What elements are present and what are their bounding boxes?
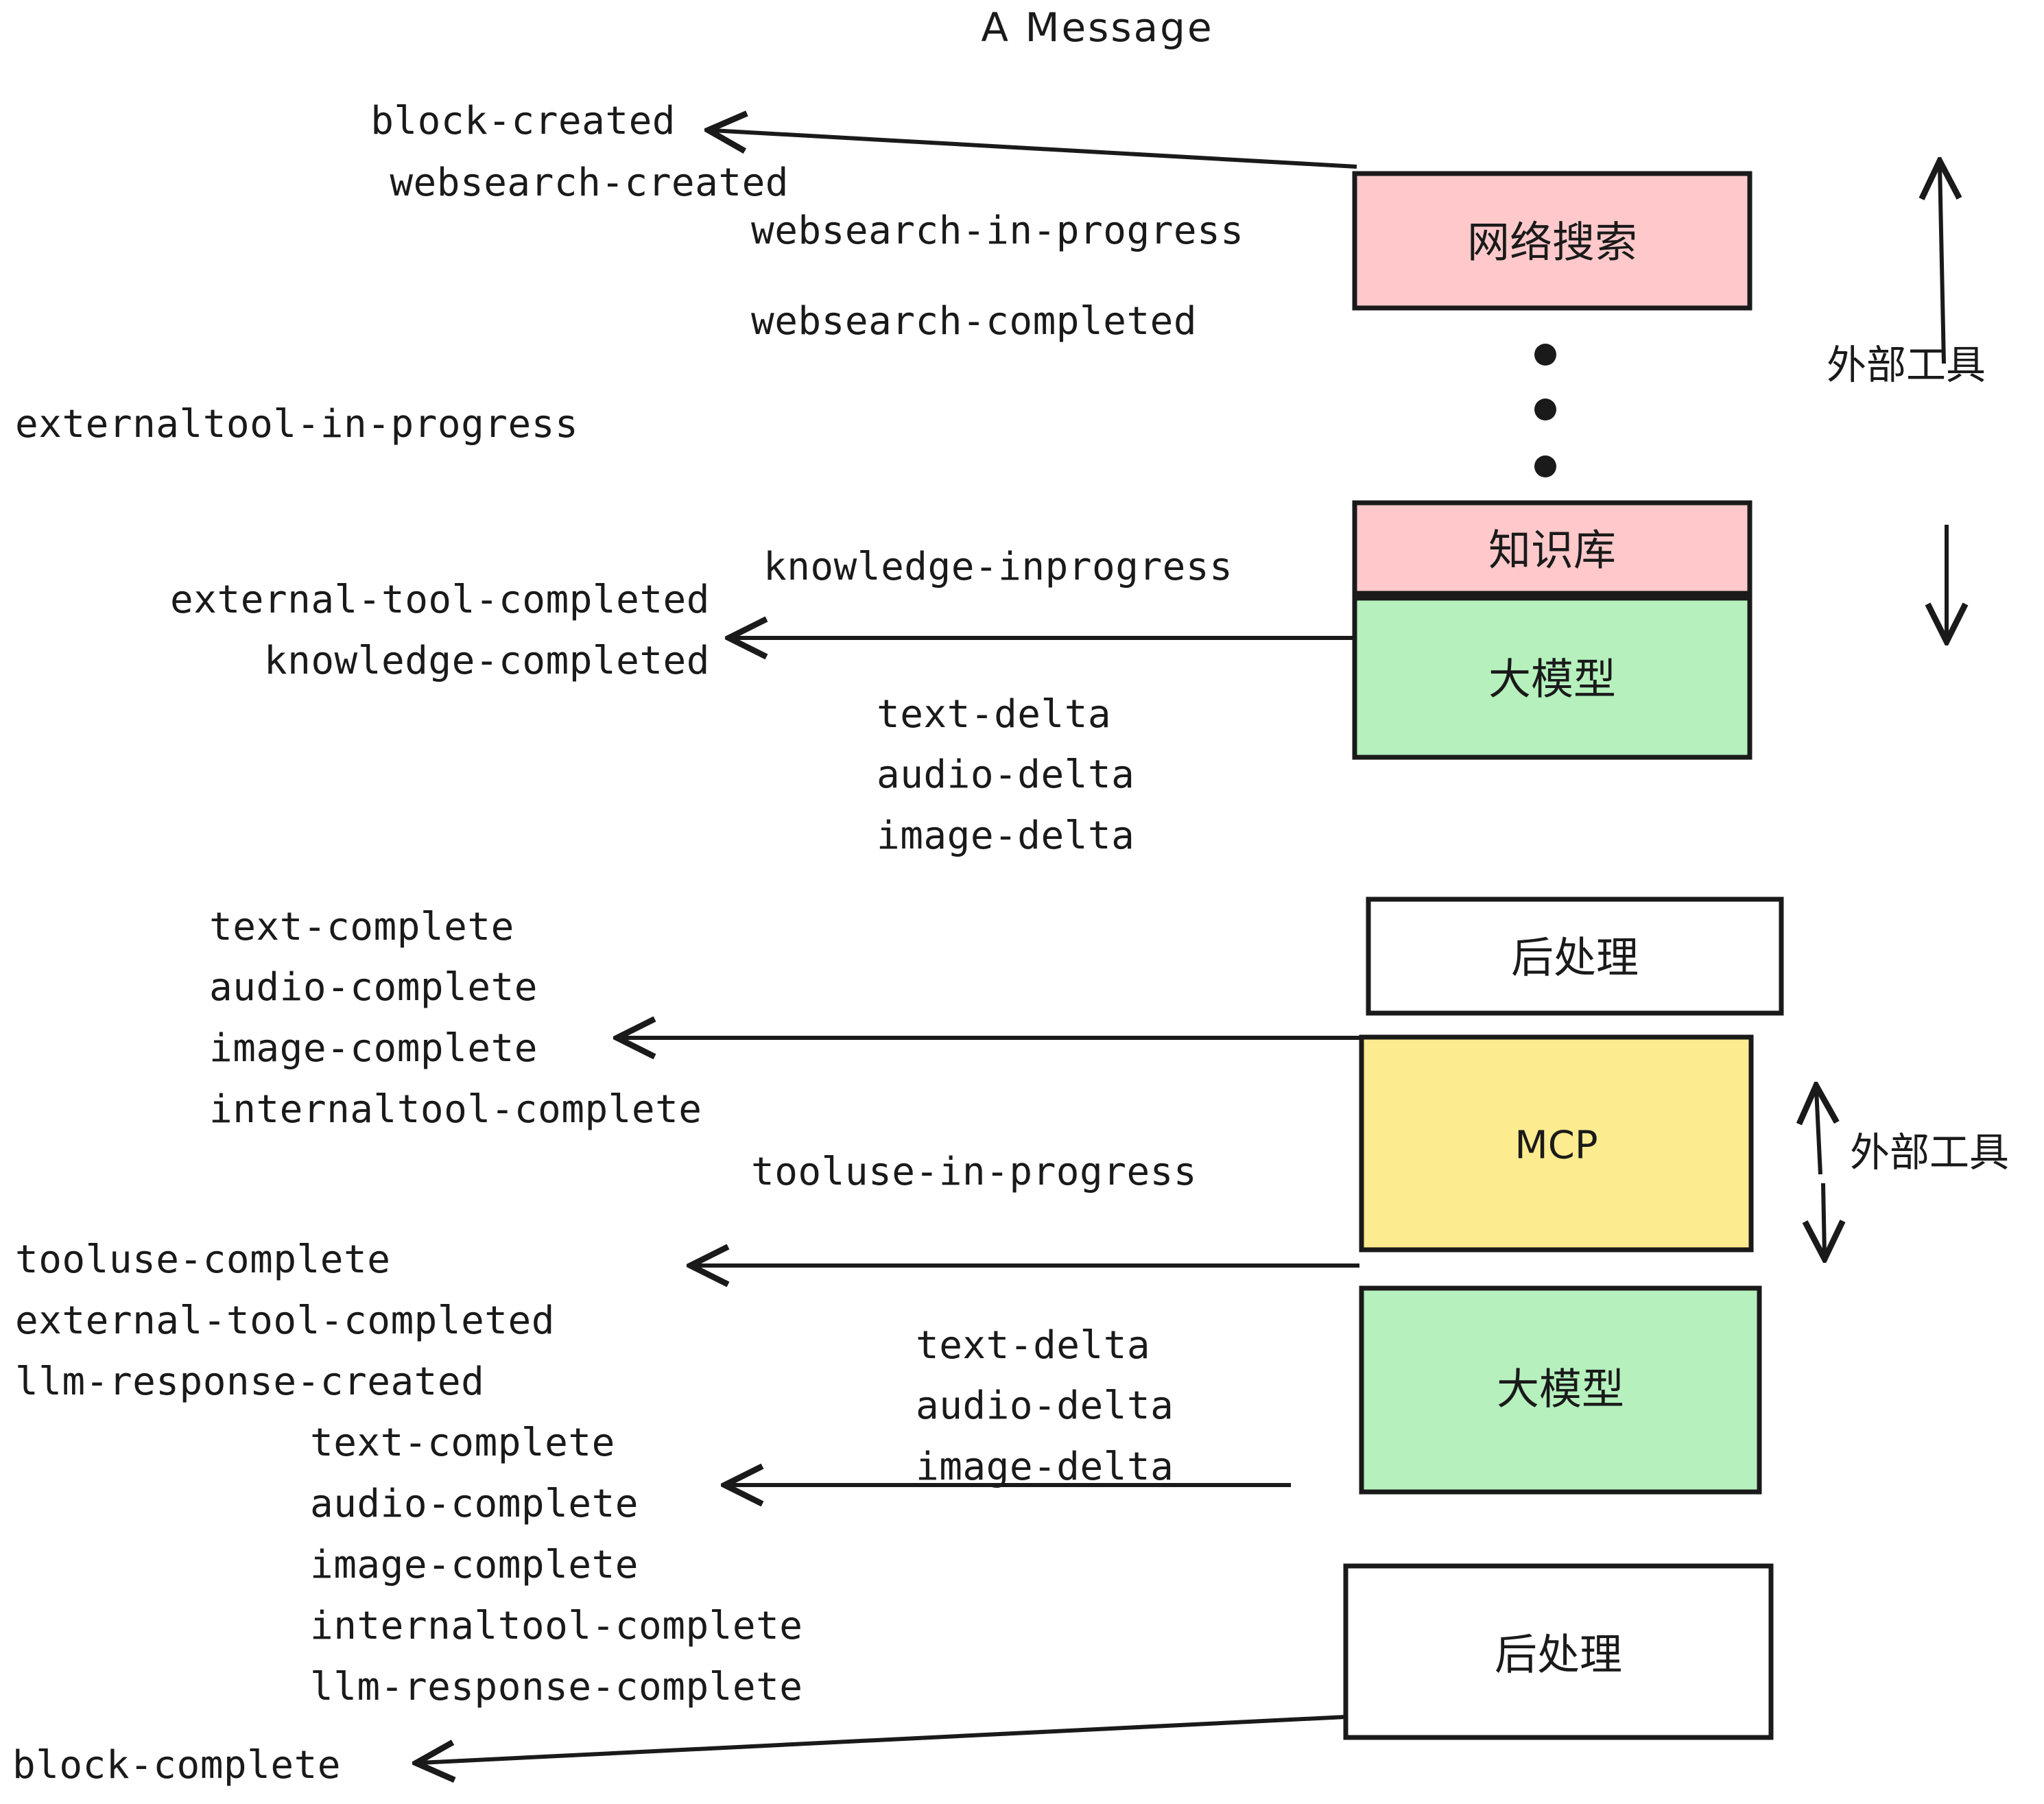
event-text-complete-1: text-complete [209,905,514,949]
node-postproc-2[interactable]: 后处理 [1343,1563,1774,1740]
event-audio-delta-1: audio-delta [877,752,1134,797]
external-tools-bracket-bottom: 外部工具 [1816,1089,2009,1255]
node-llm-1[interactable]: 大模型 [1352,595,1752,760]
arrow-block-complete [420,1715,1346,1763]
page-title: A Message [981,4,1213,51]
node-knowledge-rect [1352,500,1752,596]
node-knowledge[interactable]: 知识库 [1352,500,1752,596]
node-websearch-label: 网络搜索 [1467,217,1637,268]
external-tools-bracket-top: 外部工具 [1827,165,1986,638]
event-internaltool-complete-1: internaltool-complete [209,1087,702,1132]
event-tooluse-in-progress: tooluse-in-progress [751,1150,1197,1194]
node-llm-2[interactable]: 大模型 [1359,1285,1762,1495]
event-text-complete-2: text-complete [310,1421,615,1465]
node-mcp-rect [1359,1034,1754,1253]
node-postproc-1[interactable]: 后处理 [1366,897,1784,1016]
arrow-block-created [712,130,1357,169]
node-mcp-label: MCP [1514,1124,1597,1168]
ellipsis-dot-1 [1534,344,1556,366]
node-postproc-1-rect [1366,897,1784,1016]
event-image-delta-1: image-delta [877,814,1134,858]
event-text-delta-2: text-delta [916,1323,1150,1368]
external-tools-up-arrow-bottom [1816,1089,1820,1175]
vertical-ellipsis [1534,344,1556,477]
event-websearch-completed: websearch-completed [751,299,1197,344]
ellipsis-dot-2 [1534,399,1556,420]
external-tools-down-arrow-bottom [1823,1183,1825,1255]
node-llm-2-label: 大模型 [1497,1364,1624,1414]
event-llm-response-complete: llm-response-complete [310,1665,803,1709]
event-knowledge-completed: knowledge-completed [264,639,710,683]
event-audio-delta-2: audio-delta [916,1384,1174,1428]
event-websearch-created: websearch-created [390,161,789,205]
event-knowledge-inprogress: knowledge-inprogress [763,545,1233,589]
node-llm-1-rect [1352,595,1752,760]
event-websearch-in-progress: websearch-in-progress [751,209,1244,253]
event-image-complete-2: image-complete [310,1543,639,1587]
event-image-complete-1: image-complete [209,1026,538,1071]
external-tools-label-top: 外部工具 [1827,342,1986,388]
event-tooluse-complete: tooluse-complete [15,1237,390,1282]
node-postproc-1-label: 后处理 [1511,933,1639,983]
external-tools-label-bottom: 外部工具 [1850,1129,2009,1176]
event-audio-complete-2: audio-complete [310,1482,639,1526]
event-block-complete: block-complete [12,1743,341,1788]
event-external-tool-completed-1: external-tool-completed [170,578,710,622]
event-externaltool-in-progress: externaltool-in-progress [15,402,578,447]
event-audio-complete-1: audio-complete [209,965,538,1010]
event-image-delta-2: image-delta [916,1445,1174,1489]
event-internaltool-complete-2: internaltool-complete [310,1604,803,1648]
external-tools-up-arrow-top [1940,165,1944,364]
event-block-created: block-created [370,99,676,143]
node-llm-1-label: 大模型 [1488,654,1616,704]
node-llm-2-rect [1359,1285,1762,1495]
node-websearch[interactable]: 网络搜索 [1352,171,1752,311]
node-postproc-2-label: 后处理 [1495,1630,1622,1680]
node-websearch-rect [1352,171,1752,311]
event-llm-response-created: llm-response-created [15,1360,484,1404]
ellipsis-dot-3 [1534,455,1556,477]
node-postproc-2-rect [1343,1563,1774,1740]
node-knowledge-label: 知识库 [1488,525,1616,575]
event-external-tool-completed-2: external-tool-completed [15,1298,555,1343]
node-mcp[interactable]: MCP [1359,1034,1754,1253]
event-text-delta-1: text-delta [877,692,1111,737]
